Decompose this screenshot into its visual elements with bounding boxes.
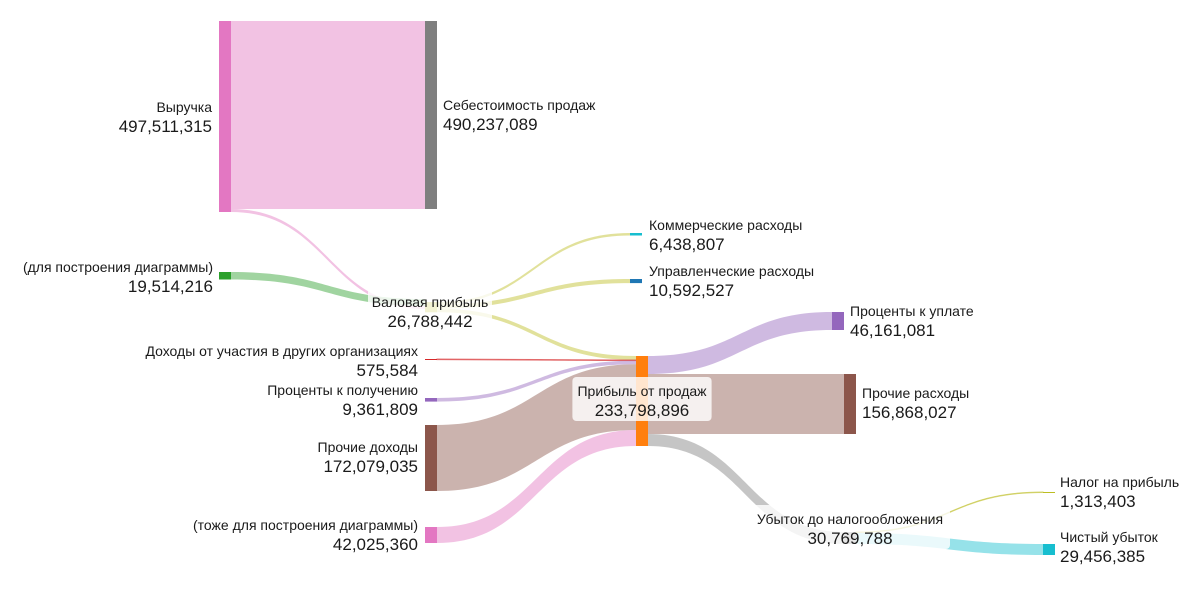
label-interest_out: Проценты к уплате 46,161,081	[850, 303, 974, 340]
node-value-net_loss: 29,456,385	[1060, 547, 1145, 566]
node-interest_out[interactable]	[832, 312, 844, 330]
node-name-interest_out: Проценты к уплате	[850, 303, 974, 319]
link-sales_profit-to-interest_out[interactable]	[648, 312, 832, 374]
node-name-sales_profit: Прибыль от продаж	[577, 383, 707, 399]
node-value-helper1: 19,514,216	[128, 277, 213, 296]
link-revenue-to-cogs[interactable]	[231, 21, 425, 209]
label-admin: Управленческие расходы 10,592,527	[649, 263, 814, 300]
node-value-commercial: 6,438,807	[649, 235, 725, 254]
node-name-cogs: Себестоимость продаж	[443, 97, 596, 113]
label-other_income: Прочие доходы 172,079,035	[318, 439, 418, 476]
label-sales_profit: Прибыль от продаж 233,798,896	[572, 377, 712, 421]
label-participation: Доходы от участия в других организациях 5…	[145, 343, 418, 380]
node-value-sales_profit: 233,798,896	[595, 401, 690, 420]
node-helper1[interactable]	[219, 272, 231, 280]
link-sales_profit-to-pretax_loss[interactable]	[648, 434, 844, 544]
node-value-other_exp: 156,868,027	[862, 403, 957, 422]
node-name-participation: Доходы от участия в других организациях	[145, 343, 418, 359]
node-revenue[interactable]	[219, 21, 231, 212]
label-revenue: Выручка 497,511,315	[119, 99, 212, 136]
label-bg-gross	[368, 288, 492, 332]
node-name-pretax_loss: Убыток до налогообложения	[757, 511, 943, 527]
node-value-tax: 1,313,403	[1060, 492, 1136, 511]
node-value-interest_in: 9,361,809	[342, 400, 418, 419]
sankey-labels: Выручка 497,511,315 Себестоимость продаж 49…	[23, 97, 1179, 566]
node-other_exp[interactable]	[844, 374, 856, 434]
link-interest_in-to-sales_profit[interactable]	[437, 360, 636, 402]
node-value-interest_out: 46,161,081	[850, 321, 935, 340]
node-value-participation: 575,584	[357, 361, 418, 380]
link-helper2-to-sales_profit[interactable]	[437, 430, 636, 543]
node-commercial[interactable]	[630, 233, 642, 236]
label-commercial: Коммерческие расходы 6,438,807	[649, 217, 802, 254]
node-admin[interactable]	[630, 279, 642, 284]
node-value-cogs: 490,237,089	[443, 115, 538, 134]
link-gross-to-admin[interactable]	[437, 279, 630, 309]
label-other_exp: Прочие расходы 156,868,027	[862, 385, 969, 422]
label-bg-sales_profit	[572, 377, 712, 421]
node-value-other_income: 172,079,035	[323, 457, 418, 476]
link-gross-to-sales_profit[interactable]	[437, 308, 636, 360]
node-helper2[interactable]	[425, 527, 437, 543]
node-name-tax: Налог на прибыль	[1060, 474, 1179, 490]
label-interest_in: Проценты к получению 9,361,809	[267, 382, 418, 419]
node-name-other_exp: Прочие расходы	[862, 385, 969, 401]
node-value-helper2: 42,025,360	[333, 535, 418, 554]
node-value-pretax_loss: 30,769,788	[807, 529, 892, 548]
label-gross: Валовая прибыль 26,788,442	[368, 288, 492, 332]
node-net_loss[interactable]	[1043, 544, 1055, 555]
node-name-revenue: Выручка	[156, 99, 212, 115]
label-helper1: (для построения диаграммы) 19,514,216	[23, 259, 213, 296]
node-cogs[interactable]	[425, 21, 437, 209]
node-name-helper2: (тоже для построения диаграммы)	[193, 517, 418, 533]
label-tax: Налог на прибыль 1,313,403	[1060, 474, 1179, 511]
node-tax[interactable]	[1043, 492, 1055, 493]
node-value-revenue: 497,511,315	[119, 117, 212, 136]
node-name-commercial: Коммерческие расходы	[649, 217, 802, 233]
label-helper2: (тоже для построения диаграммы) 42,025,36…	[193, 517, 418, 554]
node-name-interest_in: Проценты к получению	[267, 382, 418, 398]
label-pretax_loss: Убыток до налогообложения 30,769,788	[750, 505, 950, 549]
node-name-admin: Управленческие расходы	[649, 263, 814, 279]
node-name-helper1: (для построения диаграммы)	[23, 259, 213, 275]
label-net_loss: Чистый убыток 29,456,385	[1060, 529, 1159, 566]
node-name-net_loss: Чистый убыток	[1060, 529, 1159, 545]
node-name-gross: Валовая прибыль	[372, 294, 489, 310]
node-value-gross: 26,788,442	[387, 312, 472, 331]
node-interest_in[interactable]	[425, 398, 437, 402]
label-bg-pretax_loss	[750, 505, 950, 549]
node-other_income[interactable]	[425, 425, 437, 491]
node-participation[interactable]	[425, 359, 437, 360]
node-value-admin: 10,592,527	[649, 281, 734, 300]
node-name-other_income: Прочие доходы	[318, 439, 418, 455]
label-cogs: Себестоимость продаж 490,237,089	[443, 97, 596, 134]
link-gross-to-commercial[interactable]	[437, 233, 630, 305]
link-participation-to-sales_profit[interactable]	[436, 358, 637, 362]
link-revenue-to-gross[interactable]	[231, 209, 425, 309]
